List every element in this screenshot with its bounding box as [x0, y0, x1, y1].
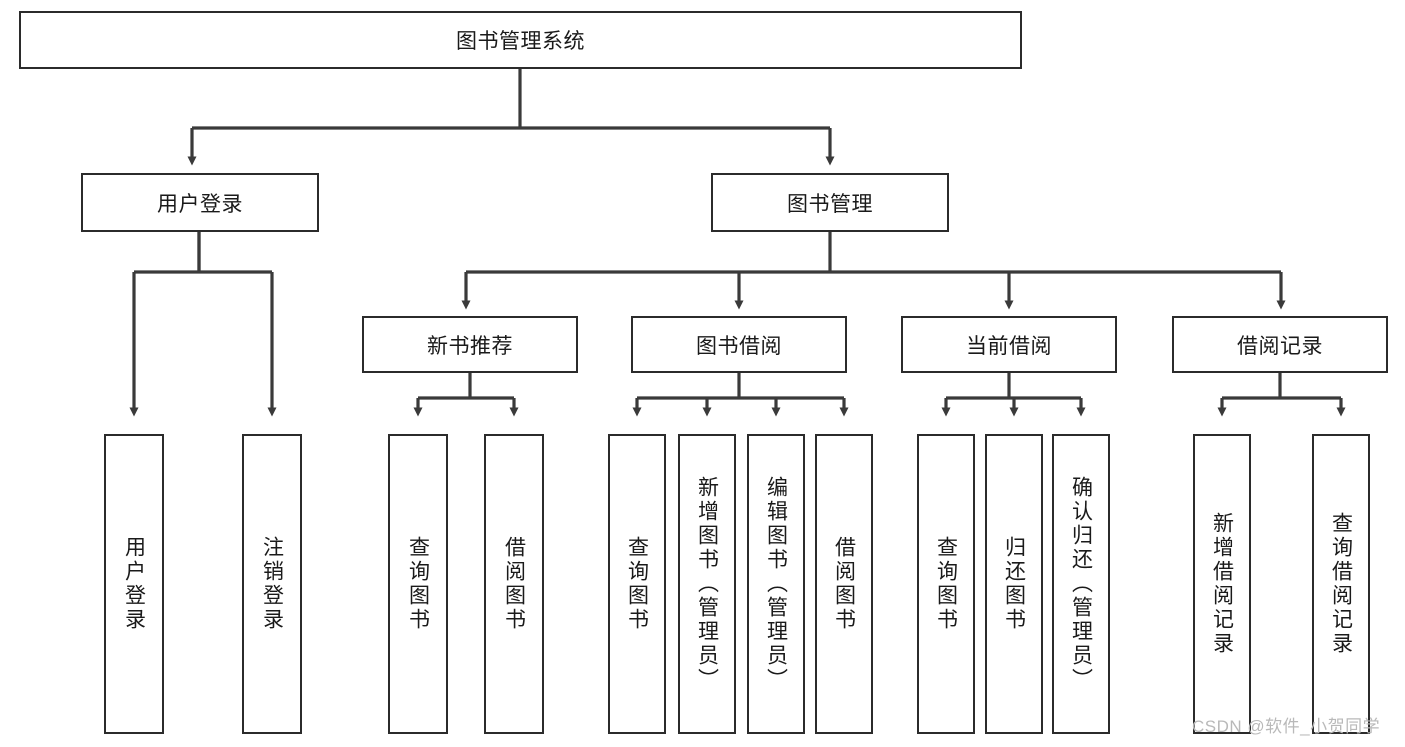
- node-current-borrow-label: 当前借阅: [966, 334, 1052, 358]
- node-book-manage-label: 图书管理: [787, 192, 873, 216]
- node-book-manage[interactable]: 图书管理: [711, 173, 949, 232]
- watermark-text: CSDN @软件_小贺同学: [1192, 717, 1381, 736]
- node-leaf-query-book-2-label: 查询图书: [625, 536, 649, 632]
- node-book-borrow[interactable]: 图书借阅: [631, 316, 847, 373]
- node-leaf-confirm-return-label: 确认归还（管理员）: [1069, 476, 1093, 692]
- node-borrow-record-label: 借阅记录: [1237, 334, 1323, 358]
- node-leaf-return-book[interactable]: 归还图书: [985, 434, 1043, 734]
- node-leaf-add-record[interactable]: 新增借阅记录: [1193, 434, 1251, 734]
- node-leaf-borrow-book-1-label: 借阅图书: [502, 536, 526, 632]
- node-user-login[interactable]: 用户登录: [81, 173, 319, 232]
- node-leaf-logout-login-label: 注销登录: [260, 536, 284, 632]
- node-new-book-rec-label: 新书推荐: [427, 334, 513, 358]
- node-user-login-label: 用户登录: [157, 192, 243, 216]
- node-leaf-borrow-book-2-label: 借阅图书: [832, 536, 856, 632]
- node-leaf-user-login[interactable]: 用户登录: [104, 434, 164, 734]
- node-book-borrow-label: 图书借阅: [696, 334, 782, 358]
- node-leaf-query-book-2[interactable]: 查询图书: [608, 434, 666, 734]
- node-root[interactable]: 图书管理系统: [19, 11, 1022, 69]
- node-leaf-edit-book[interactable]: 编辑图书（管理员）: [747, 434, 805, 734]
- node-leaf-borrow-book-2[interactable]: 借阅图书: [815, 434, 873, 734]
- node-leaf-query-record[interactable]: 查询借阅记录: [1312, 434, 1370, 734]
- node-leaf-query-book-3[interactable]: 查询图书: [917, 434, 975, 734]
- node-leaf-return-book-label: 归还图书: [1002, 536, 1026, 632]
- node-leaf-add-record-label: 新增借阅记录: [1210, 512, 1234, 656]
- node-borrow-record[interactable]: 借阅记录: [1172, 316, 1388, 373]
- node-new-book-rec[interactable]: 新书推荐: [362, 316, 578, 373]
- node-leaf-query-book-3-label: 查询图书: [934, 536, 958, 632]
- node-leaf-edit-book-label: 编辑图书（管理员）: [764, 476, 788, 692]
- node-current-borrow[interactable]: 当前借阅: [901, 316, 1117, 373]
- node-leaf-query-record-label: 查询借阅记录: [1329, 512, 1353, 656]
- node-leaf-logout-login[interactable]: 注销登录: [242, 434, 302, 734]
- node-leaf-user-login-label: 用户登录: [122, 536, 146, 632]
- node-leaf-query-book-1-label: 查询图书: [406, 536, 430, 632]
- node-leaf-confirm-return[interactable]: 确认归还（管理员）: [1052, 434, 1110, 734]
- node-leaf-add-book[interactable]: 新增图书（管理员）: [678, 434, 736, 734]
- node-leaf-add-book-label: 新增图书（管理员）: [695, 476, 719, 692]
- node-leaf-query-book-1[interactable]: 查询图书: [388, 434, 448, 734]
- node-leaf-borrow-book-1[interactable]: 借阅图书: [484, 434, 544, 734]
- node-root-label: 图书管理系统: [456, 30, 585, 53]
